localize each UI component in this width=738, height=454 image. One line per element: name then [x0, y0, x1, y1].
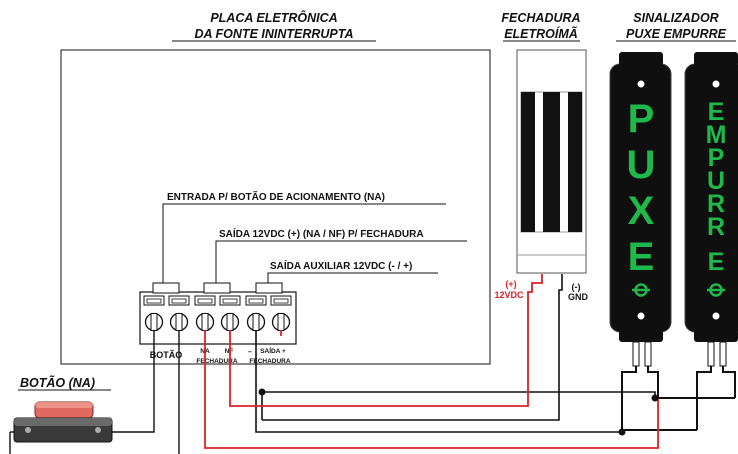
lock-core-bar-1	[521, 92, 535, 232]
sign-empurre-letter-2: M	[706, 121, 727, 149]
sign-empurre-letter-4: U	[707, 167, 725, 195]
lock-negative-label: GND	[568, 292, 589, 302]
terminal-label-fechadura-2: FECHADURA	[249, 358, 290, 365]
sign-empurre-screw-bottom	[712, 312, 720, 320]
wire-button-1	[106, 330, 155, 433]
output-aux-leader	[267, 272, 438, 283]
sign-empurre: E M P U R R E	[684, 52, 738, 367]
sign-empurre-hand-icon	[707, 283, 725, 297]
lock-negative-sign: (-)	[572, 282, 581, 292]
junction-dot-3	[651, 394, 659, 402]
board-title-line2: DA FONTE ININTERRUPTA	[194, 27, 353, 41]
terminal-tab-saida	[255, 282, 283, 294]
electromagnetic-lock	[516, 49, 587, 274]
terminal-6-plus	[270, 295, 292, 332]
sign-empurre-letter-6: R	[707, 213, 725, 241]
terminal-label-saida-plus: SAÍDA +	[260, 346, 286, 355]
lock-core-bar-3	[568, 92, 582, 232]
output-lock-leader	[215, 240, 467, 283]
wire-black-negative	[255, 330, 622, 433]
lock-positive-voltage: 12VDC	[494, 290, 524, 300]
board-title-line1: PLACA ELETRÔNICA	[210, 10, 337, 25]
lock-core-bar-2	[543, 92, 560, 232]
sign-empurre-screw-top	[712, 80, 720, 88]
sign-empurre-letter-1: E	[708, 98, 725, 126]
sign-puxe-letter-2: U	[627, 143, 656, 187]
sign-empurre-letter-5: R	[707, 190, 725, 218]
terminal-2	[168, 295, 190, 332]
terminal-label-fechadura-1: FECHADURA	[196, 358, 237, 365]
terminal-block-body	[139, 291, 297, 345]
wire-red-plus	[204, 330, 659, 449]
terminal-tab-fechadura	[203, 282, 231, 294]
input-button-label: ENTRADA P/ BOTÃO DE ACIONAMENTO (NA)	[167, 190, 385, 203]
lock-title-line1: FECHADURA	[501, 11, 580, 25]
sign-puxe-letter-3: X	[628, 189, 655, 233]
sign-empurre-letter-7: E	[708, 248, 725, 276]
signal-title-line1: SINALIZADOR	[633, 11, 718, 25]
lock-title-line2: ELETROÍMÃ	[504, 26, 578, 41]
push-button[interactable]	[9, 401, 113, 454]
terminal-label-botao: BOTÃO	[150, 350, 183, 360]
sign-puxe-screw-bottom	[637, 312, 645, 320]
wire-black-signal	[262, 391, 656, 398]
button-title: BOTÃO (NA)	[20, 375, 95, 390]
junction-dot-2	[618, 428, 626, 436]
lock-positive-sign: (+)	[505, 279, 516, 289]
terminal-5-minus	[245, 295, 267, 332]
output-lock-label: SAÍDA 12VDC (+) (NA / NF) P/ FECHADURA	[219, 227, 424, 240]
sign-puxe-screw-top	[637, 80, 645, 88]
input-button-leader	[162, 203, 446, 283]
junction-dot-1	[258, 388, 266, 396]
terminal-label-nf: NF	[225, 348, 234, 355]
output-aux-label: SAÍDA AUXILIAR 12VDC (- / +)	[270, 259, 412, 272]
wire-black-gnd	[262, 274, 563, 421]
sign-wiring	[621, 366, 736, 431]
wire-red-nf	[229, 274, 543, 407]
terminal-block	[139, 282, 297, 345]
sign-puxe: P U X E	[609, 52, 672, 367]
terminal-label-minus: –	[248, 349, 252, 356]
signal-title-line2: PUXE EMPURRE	[626, 27, 727, 41]
sign-puxe-letter-1: P	[628, 97, 655, 141]
sign-puxe-hand-icon	[632, 283, 650, 297]
terminal-4-nf	[219, 295, 241, 332]
terminal-tab-botao	[152, 282, 180, 294]
sign-empurre-letter-3: P	[708, 144, 725, 172]
sign-puxe-letter-4: E	[628, 235, 655, 279]
